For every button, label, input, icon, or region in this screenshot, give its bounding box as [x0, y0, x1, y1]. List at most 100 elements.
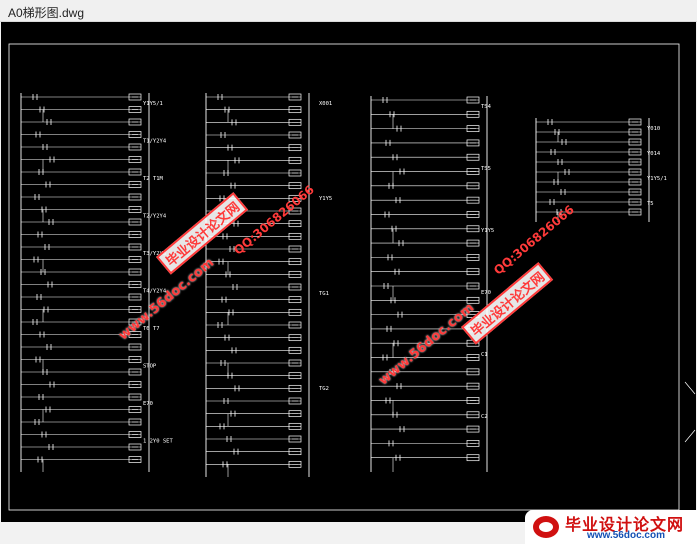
coil-symbol: [466, 354, 480, 361]
rung-comment: TG2: [319, 386, 329, 392]
coil-symbol: [128, 443, 142, 451]
coil-symbol: [128, 181, 142, 188]
coil-symbol: [288, 182, 302, 190]
coil-symbol: [128, 406, 142, 413]
rung-comment: X001: [319, 101, 332, 107]
rung-comment: Y1Y5: [319, 196, 332, 202]
frame-marker: [684, 381, 696, 395]
rung-comment: Y1Y5: [481, 228, 494, 234]
coil-symbol: [128, 306, 142, 313]
rung-comment: Y1Y5/1: [647, 176, 667, 182]
coil-symbol: [288, 118, 302, 126]
coil-symbol: [128, 318, 142, 326]
rung-comment: TG1: [319, 291, 329, 297]
coil-symbol: [288, 283, 302, 291]
coil-symbol: [628, 158, 642, 166]
coil-symbol: [466, 139, 480, 147]
rung-comment: E70: [481, 290, 491, 296]
coil-symbol: [288, 460, 302, 468]
coil-symbol: [466, 168, 480, 175]
logo-url: www.56doc.com: [587, 530, 665, 541]
coil-symbol: [288, 384, 302, 392]
coil-symbol: [128, 268, 142, 276]
coil-symbol: [288, 245, 302, 253]
coil-symbol: [128, 131, 142, 138]
coil-symbol: [628, 118, 642, 126]
coil-symbol: [128, 231, 142, 238]
coil-symbol: [288, 220, 302, 228]
rung-comment: T2 T1M: [143, 176, 164, 182]
coil-symbol: [466, 454, 480, 462]
coil-symbol: [288, 410, 302, 418]
site-logo[interactable]: 毕业设计论文网 www.56doc.com: [525, 510, 697, 544]
coil-symbol: [288, 270, 302, 278]
coil-symbol: [628, 178, 642, 186]
coil-symbol: [466, 182, 480, 190]
coil-symbol: [288, 372, 302, 380]
coil-symbol: [288, 169, 302, 177]
coil-symbol: [128, 143, 142, 151]
rung-comment: T3/Y2Y5: [143, 251, 166, 257]
rung-comment: C2: [481, 414, 488, 420]
coil-symbol: [466, 110, 480, 118]
rung-comment: T6 T7: [143, 326, 160, 332]
rung-comment: STOP: [143, 364, 157, 370]
coil-symbol: [288, 106, 302, 114]
coil-symbol: [128, 331, 142, 338]
coil-symbol: [128, 168, 142, 176]
coil-symbol: [128, 356, 142, 363]
rung-comment: 1 2Y0 SET: [143, 439, 173, 445]
coil-symbol: [288, 93, 302, 101]
coil-symbol: [128, 393, 142, 401]
coil-symbol: [128, 193, 142, 201]
window-title: A0梯形图.dwg: [8, 6, 85, 20]
coil-symbol: [628, 148, 642, 156]
rung-comment: T2/Y2Y4: [143, 214, 167, 220]
coil-symbol: [288, 232, 302, 240]
coil-symbol: [466, 96, 480, 104]
coil-symbol: [128, 381, 142, 388]
coil-symbol: [128, 343, 142, 351]
coil-symbol: [288, 131, 302, 139]
coil-symbol: [288, 321, 302, 329]
rung-comment: T4/Y2Y4: [143, 289, 167, 295]
coil-symbol: [628, 198, 642, 206]
coil-symbol: [128, 106, 142, 113]
coil-symbol: [466, 268, 480, 276]
coil-symbol: [128, 456, 142, 463]
logo-mark-icon: [533, 516, 559, 538]
coil-symbol: [288, 194, 302, 202]
coil-symbol: [466, 296, 480, 304]
coil-symbol: [288, 359, 302, 367]
coil-symbol: [288, 258, 302, 266]
coil-symbol: [466, 239, 480, 247]
coil-symbol: [128, 368, 142, 376]
coil-symbol: [628, 188, 642, 196]
coil-symbol: [288, 422, 302, 430]
coil-symbol: [288, 435, 302, 443]
coil-symbol: [128, 281, 142, 288]
coil-symbol: [628, 168, 642, 176]
coil-symbol: [466, 397, 480, 404]
title-bar: A0梯形图.dwg: [0, 0, 697, 22]
coil-symbol: [128, 218, 142, 226]
ladder-diagram: Y1Y5/1 T1/Y2Y4 T2 T1M T2/Y2Y4T3/Y2Y5T4/Y2Y4…: [8, 43, 696, 511]
coil-symbol: [466, 425, 480, 433]
coil-symbol: [466, 282, 480, 290]
coil-symbol: [128, 418, 142, 426]
coil-symbol: [128, 243, 142, 251]
rung-comment: T1/Y2Y4: [143, 139, 167, 145]
coil-symbol: [466, 382, 480, 390]
coil-symbol: [628, 208, 642, 216]
coil-symbol: [288, 207, 302, 215]
coil-symbol: [288, 346, 302, 354]
coil-symbol: [466, 254, 480, 261]
coil-symbol: [466, 125, 480, 132]
rung-comment: C1: [481, 352, 488, 358]
coil-symbol: [128, 293, 142, 301]
rung-comment: T5: [647, 201, 654, 207]
coil-symbol: [466, 440, 480, 447]
coil-symbol: [288, 448, 302, 456]
rung-comment: Y010: [647, 126, 660, 132]
